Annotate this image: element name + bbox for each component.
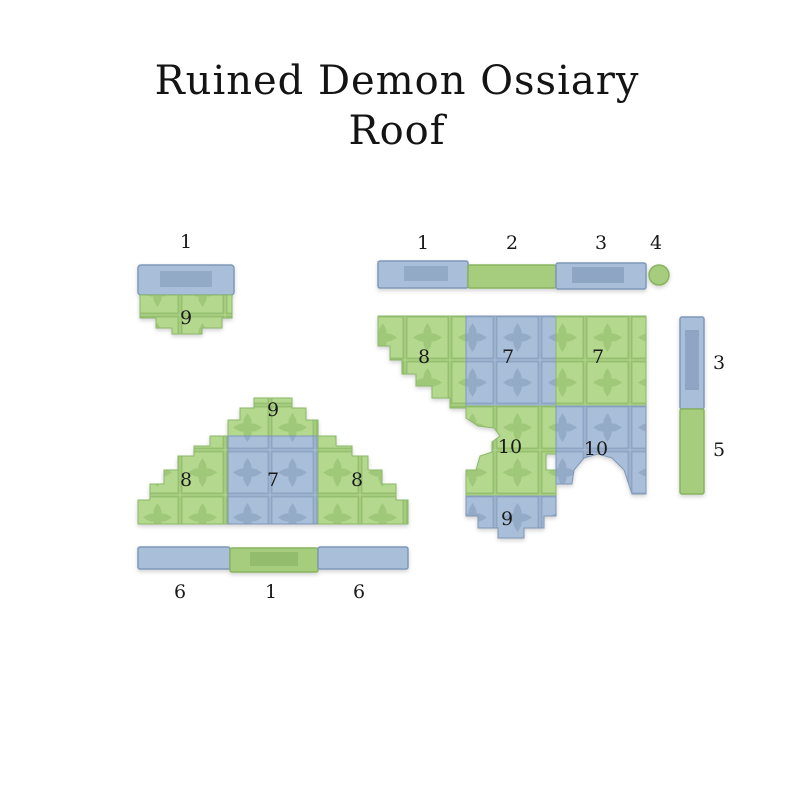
wall-piece-6-right xyxy=(317,546,409,570)
label-g2-9: 9 xyxy=(501,508,513,530)
wall-piece-3-side-detail xyxy=(685,330,699,390)
label-g3-6b: 6 xyxy=(353,581,365,603)
label-g2-7b: 7 xyxy=(592,346,604,368)
page-title-line1: Ruined Demon Ossiary xyxy=(154,58,640,104)
label-g3-6a: 6 xyxy=(174,581,186,603)
piece-group-pyramid xyxy=(137,397,409,573)
floor-piece-9-blue xyxy=(465,495,557,539)
wall-piece-2 xyxy=(467,264,557,289)
label-g2-3: 3 xyxy=(595,232,607,254)
label-g2-1: 1 xyxy=(417,232,429,254)
wall-piece-1b-detail xyxy=(404,266,448,281)
label-g2-10a: 10 xyxy=(498,436,522,458)
floor-piece-8-large xyxy=(377,315,467,409)
floor-piece-10-green xyxy=(465,405,557,497)
label-g3-8a: 8 xyxy=(180,469,192,491)
wall-piece-1-detail xyxy=(160,271,212,287)
wall-piece-5 xyxy=(679,408,705,495)
label-g1-1: 1 xyxy=(180,231,192,253)
label-g2-7a: 7 xyxy=(502,346,514,368)
wall-piece-6-left xyxy=(137,546,231,570)
page-title-line2: Roof xyxy=(348,108,446,154)
label-g2-10b: 10 xyxy=(584,438,608,460)
label-g2-side-5: 5 xyxy=(713,439,725,461)
piece-group-small xyxy=(137,264,235,335)
label-g1-9: 9 xyxy=(180,307,192,329)
label-g2-8: 8 xyxy=(418,346,430,368)
floor-piece-9-small xyxy=(139,294,233,335)
floor-piece-9-top xyxy=(227,397,319,437)
wall-piece-4 xyxy=(648,264,670,286)
label-g3-9: 9 xyxy=(267,399,279,421)
floor-piece-8-right xyxy=(317,435,409,525)
floor-piece-7-center xyxy=(227,435,319,525)
label-g2-2: 2 xyxy=(506,232,518,254)
piece-group-large xyxy=(377,260,705,539)
floor-piece-7-green xyxy=(555,315,647,407)
wall-piece-3-detail xyxy=(572,267,624,283)
wall-piece-1-bottom-detail xyxy=(250,552,298,566)
label-g2-4: 4 xyxy=(650,232,662,254)
label-g3-1: 1 xyxy=(265,581,277,603)
floor-piece-10-blue xyxy=(555,405,647,495)
label-g3-7: 7 xyxy=(267,469,279,491)
floor-piece-8-left xyxy=(137,435,229,525)
label-g2-side-3: 3 xyxy=(713,352,725,374)
label-g3-8b: 8 xyxy=(351,469,363,491)
